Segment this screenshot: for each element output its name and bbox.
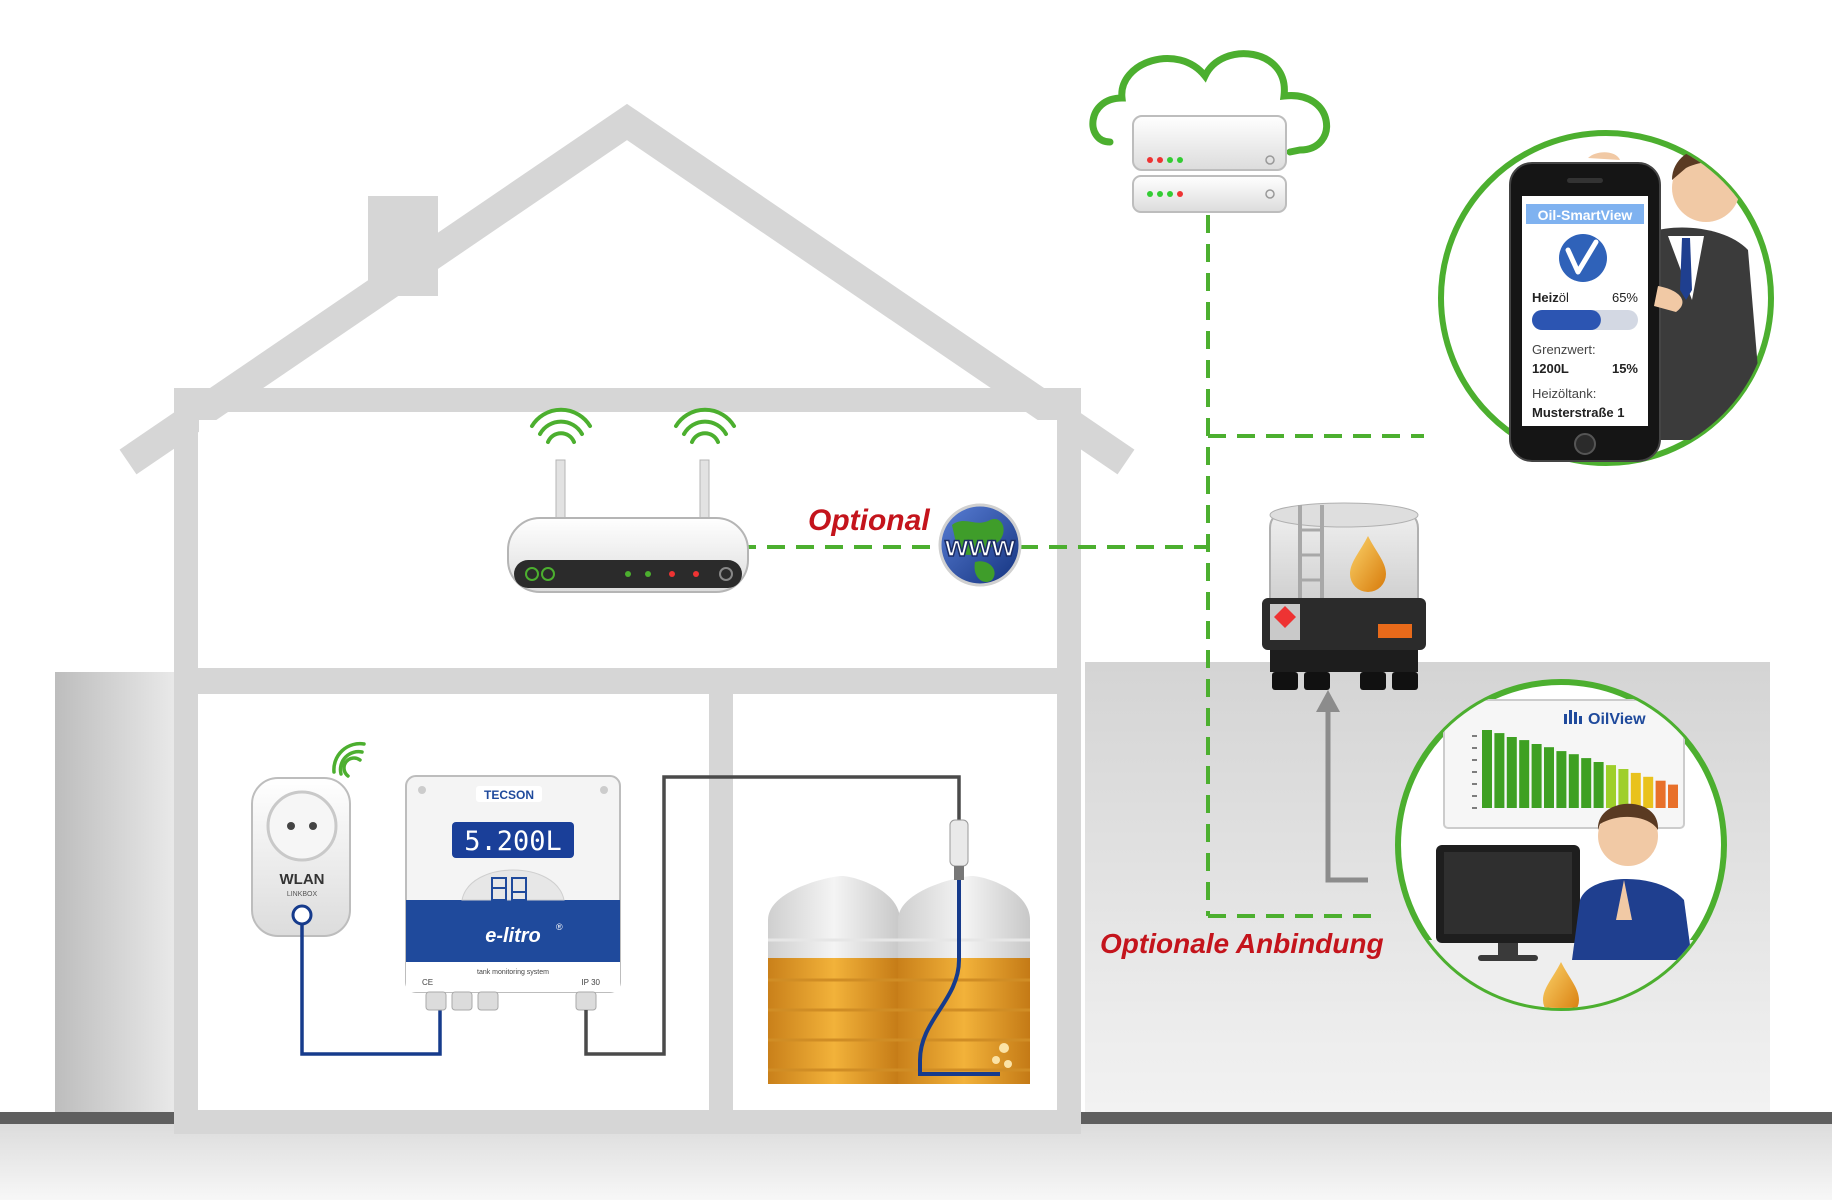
oilview-logo-icon [1564,710,1582,724]
house-outline [119,103,1135,1134]
oilview-bar [1630,772,1641,808]
cloud-icon [1089,50,1331,156]
monitor-brand: TECSON [484,788,534,802]
blue-cable [300,925,442,1056]
oilview-bar [1581,758,1592,808]
delivery-arrow [1316,690,1368,883]
monitor-product: e-litro [485,925,541,947]
app-title: Oil-SmartView [1538,207,1633,223]
www-globe-icon: www [938,503,1022,587]
cloud-server [1089,50,1331,213]
oil-tank-left [768,876,900,1084]
oilview-bar [1643,776,1654,808]
wifi-signal-icon [530,407,736,444]
wifi-router [507,407,749,593]
oilview-bar [1519,740,1530,808]
smartphone-app-view: Oil-SmartView Heizöl 65% Grenzwert: 1200… [1438,130,1774,466]
threshold-volume: 1200L [1532,361,1569,376]
sensor-cable [584,775,961,1056]
tank-level-icon [491,877,527,901]
oil-drop-icon [1350,536,1386,592]
wlan-button-icon [291,904,313,926]
tanker-truck-icon [1262,502,1426,690]
oilview-monitoring-view: OilView [1395,679,1727,1011]
oil-tank-right [898,876,1030,1084]
monitor-registered-mark: ® [556,922,563,932]
oilview-bar [1482,730,1492,808]
monitor-rating: IP 30 [581,978,600,987]
oilview-bar [1494,733,1505,808]
www-label: www [944,530,1016,563]
wlan-title: WLAN [280,871,325,888]
oilview-bar [1556,751,1567,808]
wifi-signal-icon [332,741,366,778]
fuel-level-fill [1532,310,1601,330]
wlan-linkbox: WLAN LINKBOX [251,741,366,937]
monitor-display: 5.200L [464,826,562,857]
threshold-label: Grenzwert: [1532,342,1596,357]
fuel-percent: 65% [1612,290,1638,305]
fuel-label-bold: Heiz [1532,290,1559,305]
tecson-monitor: TECSON 5.200L e-litro ® tank monitoring … [405,775,621,1011]
oilview-bar [1506,737,1517,808]
oilview-bar [1668,784,1678,808]
app-logo-icon [1559,234,1607,282]
wlan-subtitle: LINKBOX [287,891,318,898]
oilview-bar [1655,780,1666,808]
oilview-bar [1606,765,1616,808]
oil-tanks [768,819,1030,1084]
oilview-bar [1544,747,1554,808]
level-probe [918,819,1012,1076]
network-connections [738,215,1424,918]
tank-label: Heizöltank: [1532,386,1596,401]
oilview-bar [1618,769,1629,808]
oil-drop-icon [1543,962,1579,1008]
server-icon [1132,115,1287,213]
optional-label: Optional [808,504,930,537]
monitor-tagline: tank monitoring system [477,969,549,976]
oilview-bar [1593,762,1604,808]
oilview-title: OilView [1588,711,1646,728]
threshold-percent: 15% [1612,361,1638,376]
fuel-label: Heizöl [1532,290,1569,305]
optional-connection-label: Optionale Anbindung [1100,928,1384,959]
oilview-bar [1531,744,1542,808]
oilview-bar [1568,754,1579,808]
fuel-label-rest: öl [1559,290,1569,305]
monitor-ce: CE [422,978,433,987]
tank-address: Musterstraße 1 [1532,405,1624,420]
oilview-bar-chart [1472,730,1678,809]
